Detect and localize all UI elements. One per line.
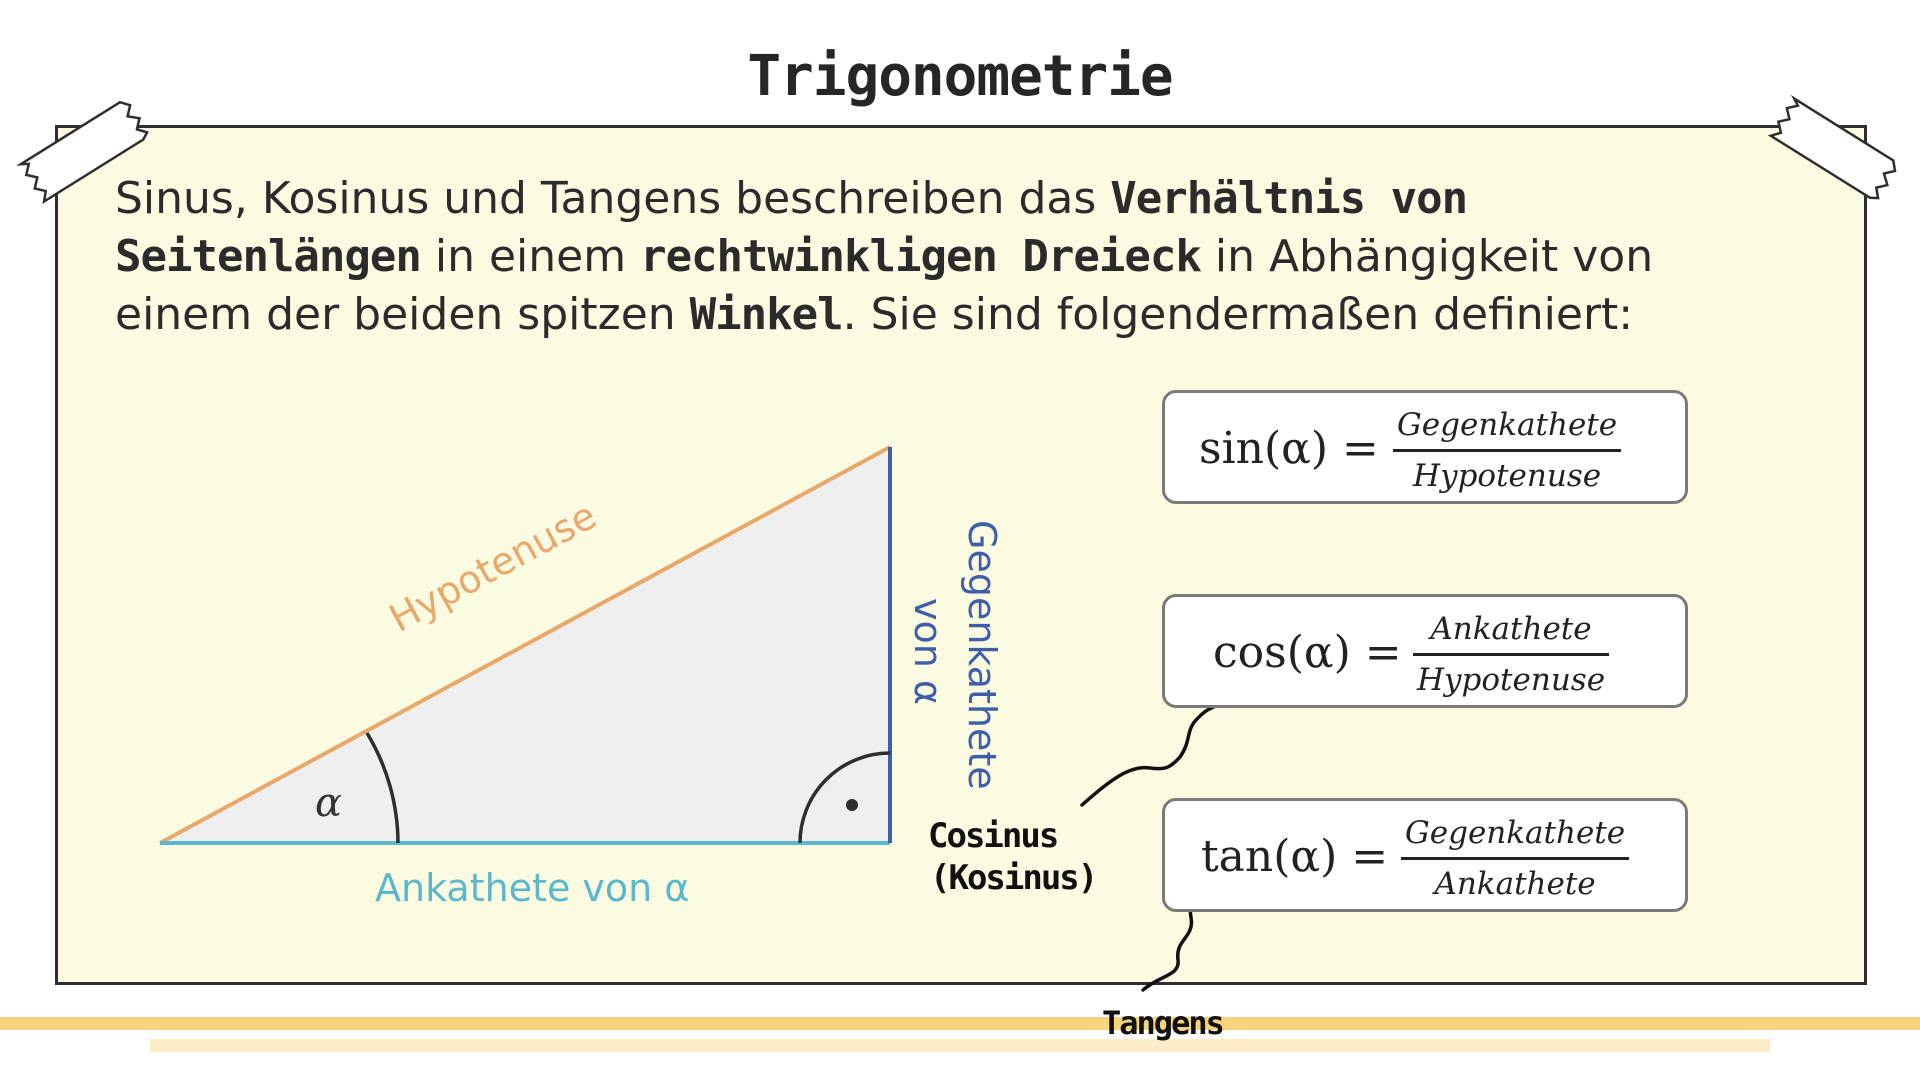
tan-fraction-bar	[1401, 857, 1630, 860]
intro-highlight-triangle: rechtwinkligen Dreieck	[640, 231, 1202, 282]
right-angle-dot	[846, 799, 858, 811]
tan-lhs: tan(α) =	[1201, 831, 1389, 882]
sin-fraction-bar	[1393, 449, 1622, 452]
right-angle-arc	[798, 751, 891, 844]
tan-fraction: Gegenkathete Ankathete	[1401, 815, 1630, 902]
hypotenuse-line	[159, 445, 891, 845]
cosinus-note-line1: Cosinus	[928, 816, 1059, 856]
intro-paragraph: Sinus, Kosinus und Tangens beschreiben d…	[115, 170, 1795, 344]
cos-fraction: Ankathete Hypotenuse	[1413, 611, 1610, 698]
yellow-stripe	[0, 1017, 1920, 1030]
sin-numerator: Gegenkathete	[1397, 407, 1618, 443]
intro-text-3: in Abhängigkeit von einem der beiden spi…	[115, 231, 1654, 340]
intro-highlight-ratio: Verhältnis von Seitenlängen	[115, 173, 1468, 282]
tape-left-icon	[16, 100, 149, 205]
cos-lhs: cos(α) =	[1213, 627, 1402, 678]
opposite-label-line1: Gegenkathete	[960, 520, 1004, 790]
opposite-label-line2: von α	[906, 598, 950, 705]
cos-formula-box: cos(α) = Ankathete Hypotenuse	[1162, 594, 1688, 708]
page-title: Trigonometrie	[747, 44, 1173, 109]
intro-text-1: Sinus, Kosinus und Tangens beschreiben d…	[115, 173, 1111, 224]
angle-label: α	[315, 780, 343, 826]
cos-numerator: Ankathete	[1430, 611, 1592, 647]
tan-formula-box: tan(α) = Gegenkathete Ankathete	[1162, 798, 1688, 912]
tape-right-icon	[1767, 94, 1897, 200]
cosinus-note-line2: (Kosinus)	[930, 858, 1098, 898]
intro-highlight-angle: Winkel	[689, 289, 844, 340]
intro-text-4: . Sie sind folgendermaßen definiert:	[842, 289, 1634, 340]
sin-lhs: sin(α) =	[1199, 423, 1379, 474]
tan-denominator: Ankathete	[1434, 866, 1596, 902]
tan-numerator: Gegenkathete	[1405, 815, 1626, 851]
tangens-note: Tangens	[1102, 1004, 1225, 1042]
cos-fraction-bar	[1413, 653, 1610, 656]
yellow-stripe-light	[150, 1039, 1770, 1052]
intro-text-2: in einem	[420, 231, 641, 282]
cos-denominator: Hypotenuse	[1417, 662, 1606, 698]
angle-arc	[365, 732, 400, 844]
sin-formula-box: sin(α) = Gegenkathete Hypotenuse	[1162, 390, 1688, 504]
sin-denominator: Hypotenuse	[1413, 458, 1602, 494]
cosinus-arrow	[1080, 688, 1224, 807]
adjacent-label: Ankathete von α	[375, 866, 690, 910]
sin-fraction: Gegenkathete Hypotenuse	[1393, 407, 1622, 494]
tangens-arrow	[1141, 888, 1214, 992]
